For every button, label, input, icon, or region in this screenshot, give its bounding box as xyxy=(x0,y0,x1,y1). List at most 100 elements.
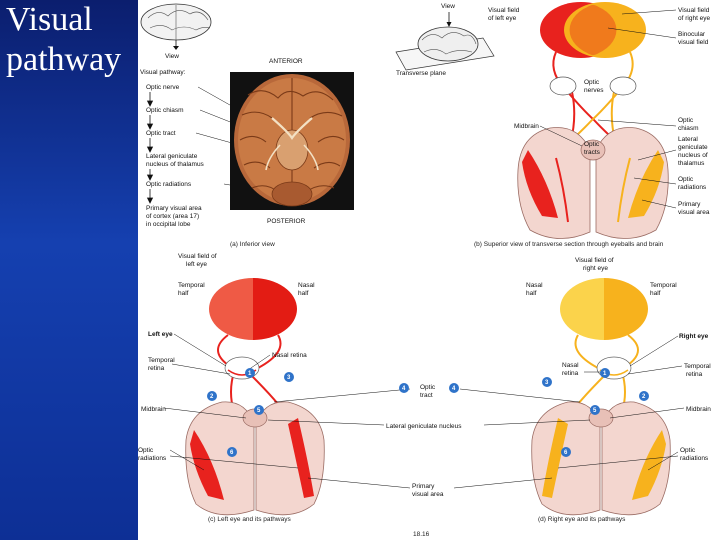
caption-a: (a) Inferior view xyxy=(230,241,275,248)
primary-b-1: Primary xyxy=(678,201,701,208)
nasal-half-c-1: Nasal xyxy=(298,282,315,289)
marker-5-c: 5 xyxy=(254,405,264,415)
slide-title-line-1: Visual xyxy=(6,0,146,40)
radiations-b-2: radiations xyxy=(678,184,707,191)
midbrain-d: Midbrain xyxy=(686,406,711,413)
vf-d-2: right eye xyxy=(583,265,608,272)
nasal-half-c-2: half xyxy=(298,290,309,297)
vf-left-b-2: of left eye xyxy=(488,15,517,22)
panel-a: View Visual pathway: Optic nerve Optic c… xyxy=(140,4,354,248)
optic-chiasm-2: chiasm xyxy=(678,125,699,132)
lgn-center: Lateral geniculate nucleus xyxy=(386,423,462,430)
binocular-fields xyxy=(540,2,646,58)
nasal-retina-c: Nasal retina xyxy=(272,352,307,359)
vf-right-b-2: of right eye xyxy=(678,15,711,22)
flow-optic-chiasm: Optic chiasm xyxy=(146,107,184,114)
lgn-b-2: geniculate xyxy=(678,144,708,151)
flow-lgn-line2: nucleus of thalamus xyxy=(146,161,205,168)
marker-1-c: 1 xyxy=(245,368,255,378)
slide-title: Visual pathway xyxy=(6,0,146,80)
marker-4-right: 4 xyxy=(449,383,459,393)
radiations-c-2: radiations xyxy=(138,455,167,462)
temporal-retina-c-2: retina xyxy=(148,365,165,372)
figure-canvas: View Visual pathway: Optic nerve Optic c… xyxy=(138,0,720,540)
radiations-d-2: radiations xyxy=(680,455,709,462)
lgn-b-1: Lateral xyxy=(678,136,698,143)
view-label-a: View xyxy=(165,53,179,60)
nasal-half-d-1: Nasal xyxy=(526,282,543,289)
marker-4-left: 4 xyxy=(399,383,409,393)
brain-view-icon-b xyxy=(396,27,494,70)
binocular-2: visual field xyxy=(678,39,709,46)
vf-d-1: Visual field of xyxy=(575,257,614,264)
right-eye-field xyxy=(560,278,648,340)
slide-title-line-2: pathway xyxy=(6,40,146,80)
nasal-retina-d-2: retina xyxy=(562,370,579,377)
optic-chiasm-1: Optic xyxy=(678,117,694,124)
slide-left-band xyxy=(0,0,138,540)
right-eye-label: Right eye xyxy=(679,333,709,340)
lgn-b-3: nucleus of xyxy=(678,152,708,159)
flow-lgn-line1: Lateral geniculate xyxy=(146,153,198,160)
page-number: 18.16 xyxy=(413,531,430,538)
vf-c-2: left eye xyxy=(186,261,207,268)
primary-center-1: Primary xyxy=(412,483,435,490)
vf-left-b-1: Visual field xyxy=(488,7,520,14)
primary-b-2: visual area xyxy=(678,209,710,216)
left-brain-section xyxy=(186,402,325,515)
flow-primary-line3: in occipital lobe xyxy=(146,221,191,228)
flow-optic-tract: Optic tract xyxy=(146,130,176,137)
flow-optic-radiations: Optic radiations xyxy=(146,181,192,188)
caption-b: (b) Superior view of transverse section … xyxy=(474,241,664,248)
posterior-label: POSTERIOR xyxy=(267,218,306,225)
caption-d: (d) Right eye and its pathways xyxy=(538,516,626,523)
midbrain-b: Midbrain xyxy=(514,123,539,130)
primary-center-2: visual area xyxy=(412,491,444,498)
temporal-retina-d-1: Temporal xyxy=(684,363,711,370)
flow-optic-nerve: Optic nerve xyxy=(146,84,180,91)
optic-nerves-1: Optic xyxy=(584,79,600,86)
flow-primary-line1: Primary visual area xyxy=(146,205,202,212)
optic-nerves-2: nerves xyxy=(584,87,604,94)
marker-2-d: 2 xyxy=(639,391,649,401)
brain-view-icon-a xyxy=(141,4,211,40)
panel-d: Visual field of right eye Nasal half Tem… xyxy=(526,257,711,523)
nasal-half-d-2: half xyxy=(526,290,537,297)
panel-c: Visual field of left eye Temporal half N… xyxy=(138,253,324,523)
flow-heading: Visual pathway: xyxy=(140,69,186,76)
caption-c: (c) Left eye and its pathways xyxy=(208,516,291,523)
temporal-retina-d-2: retina xyxy=(686,371,703,378)
radiations-b-1: Optic xyxy=(678,176,694,183)
left-eye-label: Left eye xyxy=(148,331,173,338)
radiations-c-1: Optic xyxy=(138,447,154,454)
flow-primary-line2: of cortex (area 17) xyxy=(146,213,199,220)
temporal-half-d-2: half xyxy=(650,290,661,297)
vf-c-1: Visual field of xyxy=(178,253,217,260)
temporal-half-c-1: Temporal xyxy=(178,282,205,289)
marker-5-d: 5 xyxy=(590,405,600,415)
optic-tracts-1: Optic xyxy=(584,141,600,148)
panel-b: View Transverse plane xyxy=(396,2,711,248)
visual-pathway-figure: View Visual pathway: Optic nerve Optic c… xyxy=(138,0,720,540)
marker-3-d: 3 xyxy=(542,377,552,387)
marker-1-d: 1 xyxy=(600,368,610,378)
radiations-d-1: Optic xyxy=(680,447,696,454)
lgn-b-4: thalamus xyxy=(678,160,705,167)
inferior-brain-photo xyxy=(230,72,354,210)
temporal-half-c-2: half xyxy=(178,290,189,297)
marker-2-c: 2 xyxy=(207,391,217,401)
right-brain-section xyxy=(532,402,671,515)
view-label-b: View xyxy=(441,3,455,10)
optic-tracts-2: tracts xyxy=(584,149,601,156)
marker-3-c: 3 xyxy=(284,372,294,382)
temporal-retina-c-1: Temporal xyxy=(148,357,175,364)
binocular-1: Binocular xyxy=(678,31,706,38)
vf-right-b-1: Visual field xyxy=(678,7,710,14)
optic-tract-center-1: Optic xyxy=(420,384,436,391)
optic-tract-center-2: tract xyxy=(420,392,433,399)
temporal-half-d-1: Temporal xyxy=(650,282,677,289)
left-eye-field xyxy=(209,278,297,340)
anterior-label: ANTERIOR xyxy=(269,58,303,65)
marker-6-c: 6 xyxy=(227,447,237,457)
marker-6-d: 6 xyxy=(561,447,571,457)
